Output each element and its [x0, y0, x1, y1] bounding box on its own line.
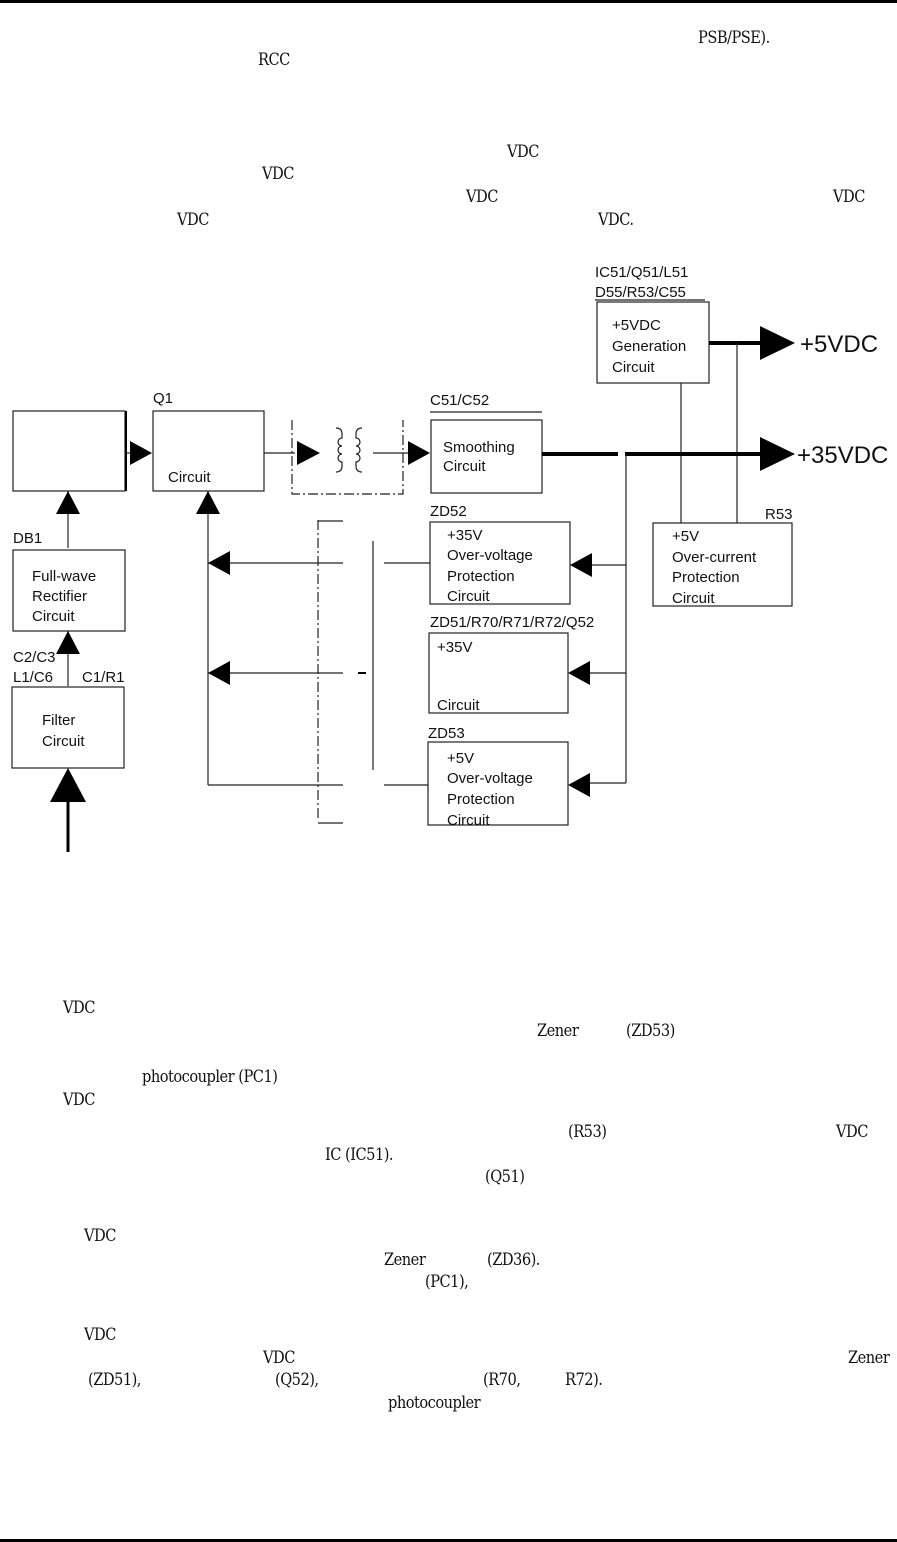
- text-fragment: photocoupler: [388, 1393, 481, 1413]
- filter-ref-1: C2/C3: [13, 649, 56, 666]
- smoothing-line-2: Circuit: [443, 458, 486, 475]
- gen-5v-line-2: Generation: [612, 338, 686, 355]
- ovp-35v-line-3: Protection: [447, 568, 515, 585]
- ovp-5v-line-3: Protection: [447, 791, 515, 808]
- text-fragment: (PC1),: [425, 1272, 469, 1292]
- arrow-up-icon: [56, 631, 80, 654]
- arrow-right-icon: [760, 326, 795, 360]
- ovp-35v-block: ZD52 +35V Over-voltage Protection Circui…: [429, 503, 571, 605]
- text-fragment: VDC: [833, 187, 865, 207]
- switching-block: Q1 Circuit: [152, 390, 265, 492]
- text-fragment: photocoupler (PC1): [142, 1067, 278, 1087]
- arrow-up-icon: [56, 491, 80, 514]
- filter-line-1: Filter: [42, 712, 75, 729]
- arrow-left-icon: [568, 773, 590, 797]
- arrow-left-icon: [570, 553, 592, 577]
- arrow-right-icon: [408, 441, 430, 465]
- filter-ref-2: L1/C6: [13, 669, 53, 686]
- ovp-5v-line-1: +5V: [447, 750, 474, 767]
- text-fragment: (ZD53): [626, 1021, 675, 1041]
- arrow-left-icon: [208, 551, 230, 575]
- smoothing-ref: C51/C52: [430, 392, 489, 409]
- rectifier-line-2: Rectifier: [32, 588, 87, 605]
- ac-input-arrow-icon: [50, 768, 86, 802]
- photocoupler-isolation: [317, 520, 374, 824]
- ovp-5v-block: ZD53 +5V Over-voltage Protection Circuit: [427, 725, 569, 829]
- rectifier-line-1: Full-wave: [32, 568, 96, 585]
- rectifier-line-3: Circuit: [32, 608, 75, 625]
- ocp-5v-line-2: Over-current: [672, 549, 757, 566]
- text-fragment: (ZD51),: [88, 1370, 141, 1390]
- smoothing-block: C51/C52 Smoothing Circuit: [430, 392, 543, 494]
- ocp-5v-block: R53 +5V Over-current Protection Circuit: [652, 506, 793, 607]
- ocp-5v-ref: R53: [765, 506, 793, 523]
- ocp-35v-block: ZD51/R70/R71/R72/Q52 +35V Circuit: [428, 614, 594, 714]
- ovp-5v-ref: ZD53: [428, 725, 465, 742]
- text-fragment: VDC.: [598, 210, 634, 230]
- text-fragment: IC (IC51).: [325, 1145, 394, 1165]
- gen-5v-line-1: +5VDC: [612, 317, 661, 334]
- ocp-35v-line-1: +35V: [437, 639, 472, 656]
- text-fragment: (Q52),: [275, 1370, 319, 1390]
- text-fragment: VDC: [263, 1348, 295, 1368]
- smoothing-line-1: Smoothing: [443, 439, 515, 456]
- ovp-35v-line-2: Over-voltage: [447, 547, 533, 564]
- text-fragment: (ZD36).: [487, 1250, 540, 1270]
- filter-line-2: Circuit: [42, 733, 85, 750]
- text-fragment: VDC: [84, 1325, 116, 1345]
- filter-block: C2/C3 L1/C6 C1/R1 Filter Circuit: [11, 649, 125, 769]
- ocp-5v-line-4: Circuit: [672, 590, 715, 607]
- gen-5v-block: IC51/Q51/L51 D55/R53/C55 +5VDC Generatio…: [595, 264, 710, 384]
- text-fragment: Zener: [848, 1348, 890, 1368]
- text-fragment: R72).: [565, 1370, 603, 1390]
- ocp-35v-line-2: Circuit: [437, 697, 480, 714]
- arrow-left-icon: [208, 661, 230, 685]
- gen-5v-ref-2: D55/R53/C55: [595, 284, 686, 301]
- ovp-35v-line-4: Circuit: [447, 588, 490, 605]
- gen-5v-line-3: Circuit: [612, 359, 655, 376]
- text-fragment: VDC: [836, 1122, 868, 1142]
- text-fragment: VDC: [84, 1226, 116, 1246]
- ovp-35v-ref: ZD52: [430, 503, 467, 520]
- arrow-right-icon: [760, 437, 795, 471]
- text-fragment: VDC: [507, 142, 539, 162]
- arrow-up-icon: [196, 491, 220, 514]
- text-fragment: Zener: [384, 1250, 426, 1270]
- gen-5v-ref-1: IC51/Q51/L51: [595, 264, 688, 281]
- power-supply-block-diagram: IC51/Q51/L51 D55/R53/C55 +5VDC Generatio…: [11, 264, 888, 852]
- arrow-right-icon: [130, 441, 152, 465]
- text-fragment: (Q51): [485, 1167, 525, 1187]
- arrow-right-icon: [297, 441, 320, 465]
- ovp-5v-line-2: Over-voltage: [447, 770, 533, 787]
- ovp-5v-line-4: Circuit: [447, 812, 490, 829]
- text-fragment: VDC: [466, 187, 498, 207]
- output-5vdc-label: +5VDC: [800, 331, 878, 358]
- input-block: [12, 410, 127, 492]
- rectifier-block: DB1 Full-wave Rectifier Circuit: [12, 530, 126, 632]
- ocp-5v-line-1: +5V: [672, 528, 699, 545]
- transformer-icon: [291, 420, 404, 495]
- switching-line-1: Circuit: [168, 469, 211, 486]
- text-fragment: VDC: [262, 164, 294, 184]
- ovp-35v-line-1: +35V: [447, 527, 482, 544]
- bottom-rule: [0, 1539, 897, 1542]
- text-fragment: VDC: [177, 210, 209, 230]
- filter-ref-3: C1/R1: [82, 669, 125, 686]
- output-35vdc-label: +35VDC: [797, 442, 888, 469]
- text-fragment: (R53): [568, 1122, 607, 1142]
- text-fragment: VDC: [63, 1090, 95, 1110]
- text-fragment: VDC: [63, 998, 95, 1018]
- arrow-left-icon: [568, 661, 590, 685]
- switching-ref: Q1: [153, 390, 173, 407]
- text-fragment: RCC: [258, 50, 290, 70]
- ocp-35v-ref: ZD51/R70/R71/R72/Q52: [430, 614, 594, 631]
- rectifier-ref: DB1: [13, 530, 42, 547]
- ocp-5v-line-3: Protection: [672, 569, 740, 586]
- text-fragment: (R70,: [483, 1370, 521, 1390]
- top-rule: [0, 0, 897, 3]
- text-fragment: Zener: [537, 1021, 579, 1041]
- text-fragment: PSB/PSE).: [698, 28, 770, 48]
